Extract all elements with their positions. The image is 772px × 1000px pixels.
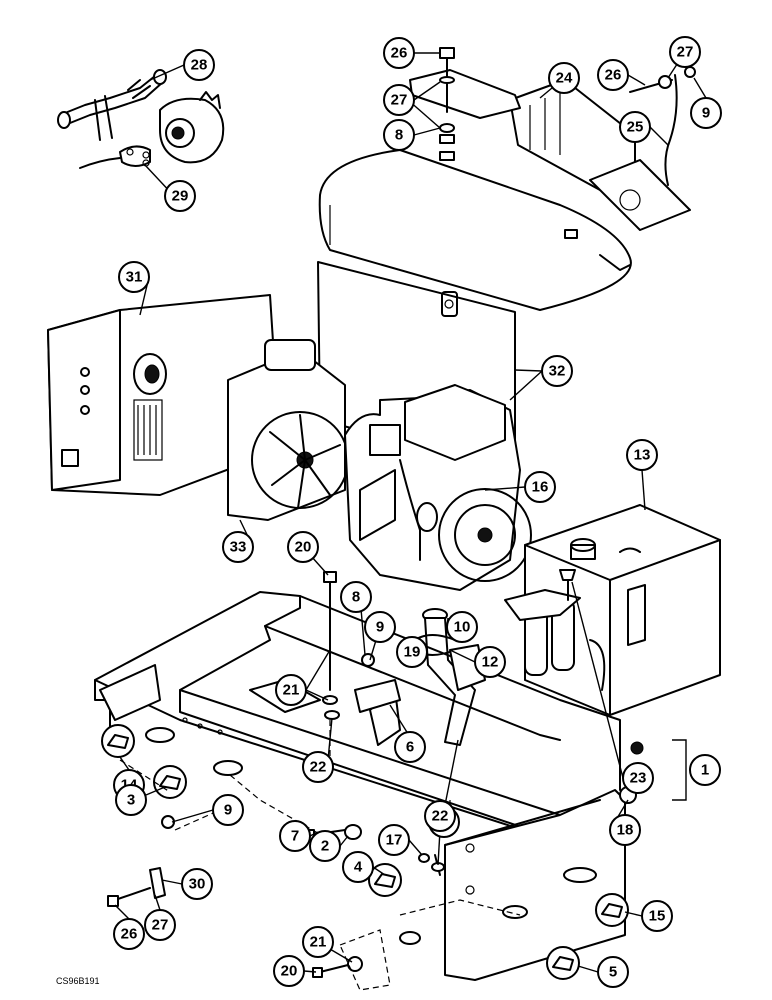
svg-text:24: 24	[556, 70, 573, 87]
svg-text:27: 27	[152, 917, 169, 934]
callout-12: 12	[474, 646, 506, 678]
svg-text:9: 9	[702, 105, 710, 122]
callout-9: 9	[690, 97, 722, 129]
hydraulic-tank	[504, 504, 721, 716]
svg-text:18: 18	[617, 822, 634, 839]
svg-text:8: 8	[395, 127, 403, 144]
callout-21b: 21	[302, 926, 334, 958]
alternator	[79, 91, 225, 169]
svg-text:20: 20	[281, 963, 298, 980]
svg-text:5: 5	[609, 964, 617, 981]
main-frame	[94, 591, 626, 981]
svg-text:21: 21	[283, 682, 300, 699]
svg-text:19: 19	[404, 644, 421, 661]
svg-text:26: 26	[121, 926, 138, 943]
svg-text:16: 16	[532, 479, 549, 496]
callout-9c: 9	[212, 794, 244, 826]
svg-text:26: 26	[391, 45, 408, 62]
svg-text:28: 28	[191, 57, 208, 74]
grommets-and-clips	[101, 724, 637, 980]
svg-text:29: 29	[172, 188, 189, 205]
svg-text:2: 2	[321, 838, 329, 855]
svg-text:4: 4	[354, 859, 363, 876]
callout-22: 22	[302, 751, 334, 783]
diagram-code: CS96B191	[56, 976, 100, 986]
callout-25: 25	[619, 111, 651, 143]
callout-19: 19	[396, 636, 428, 668]
svg-text:10: 10	[454, 619, 471, 636]
callout-5: 5	[597, 956, 629, 988]
callout-29: 29	[164, 180, 196, 212]
callout-28: 28	[183, 49, 215, 81]
callout-30: 30	[181, 868, 213, 900]
callout-2: 2	[309, 830, 341, 862]
svg-text:21: 21	[310, 934, 327, 951]
callout-3: 3	[115, 784, 147, 816]
radiator-fan	[227, 339, 349, 521]
svg-text:20: 20	[295, 539, 312, 556]
callout-18: 18	[609, 814, 641, 846]
svg-text:9: 9	[224, 802, 232, 819]
svg-text:8: 8	[352, 589, 360, 606]
svg-text:9: 9	[376, 619, 384, 636]
svg-text:22: 22	[432, 808, 449, 825]
callout-9b: 9	[364, 611, 396, 643]
hose-assembly	[57, 69, 167, 141]
hood-top-panel	[318, 149, 632, 311]
callout-15: 15	[641, 900, 673, 932]
svg-text:3: 3	[127, 792, 135, 809]
callout-10: 10	[446, 611, 478, 643]
svg-text:7: 7	[291, 828, 299, 845]
callout-24: 24	[548, 62, 580, 94]
callout-33: 33	[222, 531, 254, 563]
callout-23: 23	[622, 762, 654, 794]
callout-26b: 26	[597, 59, 629, 91]
svg-text:30: 30	[189, 876, 206, 893]
svg-text:27: 27	[677, 44, 694, 61]
svg-text:32: 32	[549, 363, 566, 380]
callout-20b: 20	[273, 955, 305, 987]
svg-text:23: 23	[630, 770, 647, 787]
callout-27c: 27	[144, 909, 176, 941]
callout-20: 20	[287, 531, 319, 563]
callout-27: 27	[383, 84, 415, 116]
svg-text:26: 26	[605, 67, 622, 84]
radiator-shroud	[47, 294, 281, 496]
callout-26c: 26	[113, 918, 145, 950]
svg-text:13: 13	[634, 447, 651, 464]
callout-27b: 27	[669, 36, 701, 68]
svg-text:25: 25	[627, 119, 644, 136]
callout-26: 26	[383, 37, 415, 69]
svg-text:1: 1	[701, 762, 709, 779]
callout-4: 4	[342, 851, 374, 883]
callout-8b: 8	[340, 581, 372, 613]
callout-32: 32	[541, 355, 573, 387]
callout-1: 1	[689, 754, 721, 786]
callout-22b: 22	[424, 800, 456, 832]
callout-6: 6	[394, 731, 426, 763]
callout-31: 31	[118, 261, 150, 293]
svg-text:12: 12	[482, 654, 499, 671]
svg-text:17: 17	[386, 832, 403, 849]
svg-text:22: 22	[310, 759, 327, 776]
callout-21: 21	[275, 674, 307, 706]
svg-text:31: 31	[126, 269, 143, 286]
svg-text:33: 33	[230, 539, 247, 556]
engine	[344, 384, 532, 591]
callout-13: 13	[626, 439, 658, 471]
callout-7: 7	[279, 820, 311, 852]
svg-text:6: 6	[406, 739, 414, 756]
callout-16: 16	[524, 471, 556, 503]
callout-17: 17	[378, 824, 410, 856]
svg-text:15: 15	[649, 908, 666, 925]
callout-8: 8	[383, 119, 415, 151]
svg-text:27: 27	[391, 92, 408, 109]
